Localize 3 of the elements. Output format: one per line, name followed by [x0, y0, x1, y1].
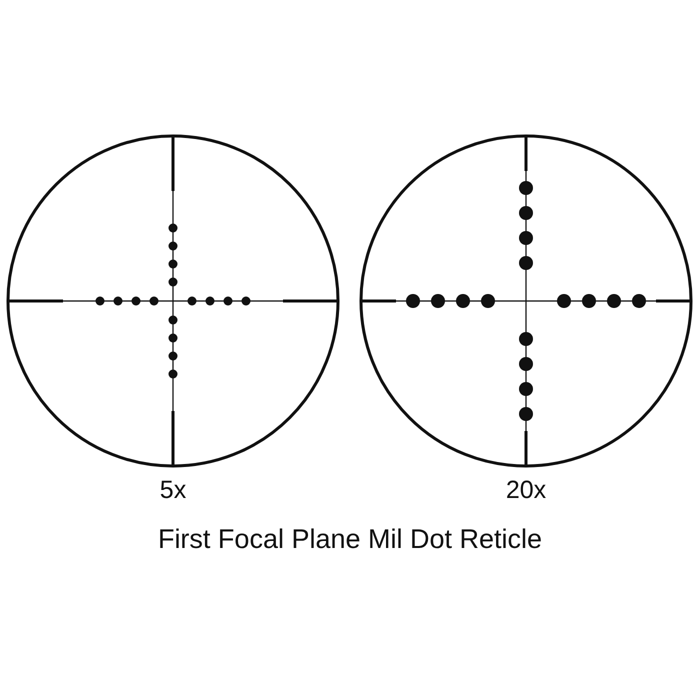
caption: First Focal Plane Mil Dot Reticle — [158, 524, 542, 555]
magnification-label: 20x — [506, 476, 546, 505]
magnification-label: 5x — [160, 476, 186, 505]
